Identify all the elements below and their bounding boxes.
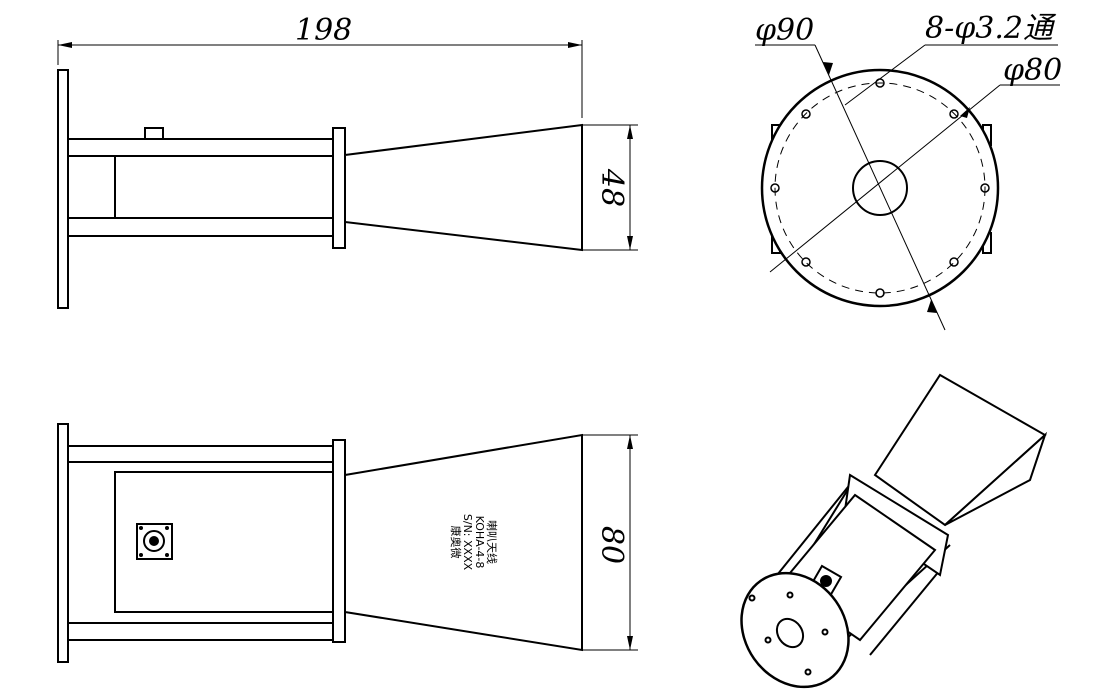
- bolt-circle-label: φ80: [1003, 53, 1062, 88]
- height-dim: 48: [594, 168, 629, 207]
- end-view: φ90 8-φ3.2通 φ80: [755, 11, 1062, 331]
- isometric-view: [740, 373, 1048, 689]
- outer-diameter-label: φ90: [755, 13, 814, 48]
- nameplate-line4: 康奥微: [449, 526, 463, 559]
- width-dim: 80: [594, 526, 629, 564]
- nameplate-line2: KOHA-4-8: [473, 516, 486, 569]
- top-view: 喇叭天线 KOHA-4-8 S/N: XXXX 康奥微 80: [57, 423, 638, 663]
- length-dim: 198: [295, 13, 352, 48]
- bolt-holes: [770, 78, 990, 298]
- holes-label: 8-φ3.2通: [925, 11, 1057, 46]
- nameplate: 喇叭天线 KOHA-4-8 S/N: XXXX 康奥微: [449, 514, 499, 571]
- nameplate-line3: S/N: XXXX: [461, 514, 474, 571]
- front-view: 198 48: [57, 13, 638, 309]
- nameplate-line1: 喇叭天线: [485, 520, 499, 564]
